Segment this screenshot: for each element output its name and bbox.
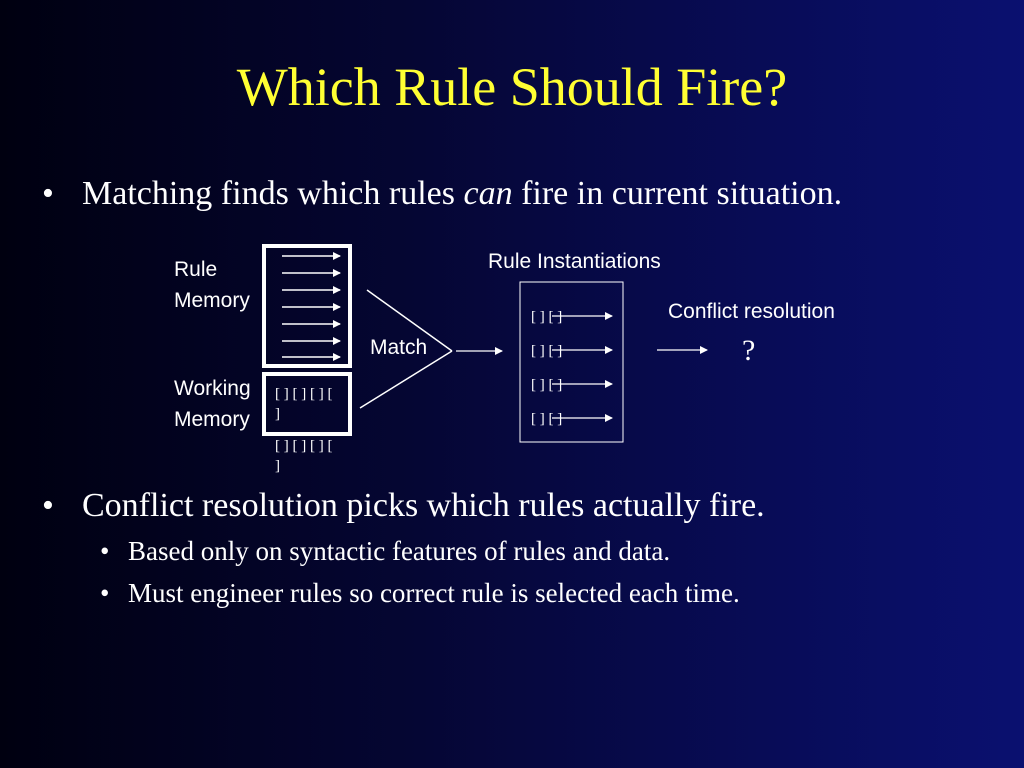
sub-bullet-syntactic: • Based only on syntactic features of ru… <box>100 536 671 567</box>
instantiation-row: [ ] [ ] <box>531 343 562 359</box>
sub-bullet-engineer: • Must engineer rules so correct rule is… <box>100 578 740 609</box>
match-funnel-bottom <box>359 350 453 409</box>
bullet-conflict-text: Conflict resolution picks which rules ac… <box>82 487 765 524</box>
instantiations-box <box>519 281 624 443</box>
bullet-matching-text-before: Matching finds which rules <box>82 175 464 212</box>
instantiation-arrows <box>552 312 613 422</box>
working-memory-text-3: [ ] [ ] [ ] [ <box>275 438 332 454</box>
working-memory-label-1: Working <box>174 377 251 400</box>
rule-memory-arrows <box>282 252 341 361</box>
working-memory-label-2: Memory <box>174 408 250 431</box>
sub-bullet-dot: • <box>100 536 110 566</box>
match-label: Match <box>370 336 427 359</box>
question-mark: ? <box>742 334 755 367</box>
bullet-matching-emphasis: can <box>463 175 513 212</box>
working-memory-text-4: ] <box>275 458 280 474</box>
instantiation-row: [ ] [ ] <box>531 411 562 427</box>
rule-memory-label-2: Memory <box>174 289 250 312</box>
instantiations-label: Rule Instantiations <box>488 250 661 273</box>
rule-memory-box <box>262 244 352 368</box>
conflict-resolution-label: Conflict resolution <box>668 300 835 323</box>
slide-title: Which Rule Should Fire? <box>236 57 788 117</box>
working-memory-text-1: [ ] [ ] [ ] [ <box>275 386 332 402</box>
bullet-matching: • Matching finds which rules can fire in… <box>42 174 843 213</box>
rule-memory-label-1: Rule <box>174 258 217 281</box>
working-memory-box <box>262 372 352 436</box>
bullet-matching-text-after: fire in current situation. <box>512 175 843 212</box>
bullet-dot: • <box>42 487 54 524</box>
instantiation-row: [ ] [ ] <box>531 377 562 393</box>
match-funnel-top <box>366 289 453 352</box>
sub-bullet-engineer-text: Must engineer rules so correct rule is s… <box>128 578 740 608</box>
bullet-conflict: • Conflict resolution picks which rules … <box>42 486 765 525</box>
instantiation-row: [ ] [ ] <box>531 309 562 325</box>
sub-bullet-syntactic-text: Based only on syntactic features of rule… <box>128 536 671 566</box>
working-memory-text-2: ] <box>275 406 280 422</box>
bullet-dot: • <box>42 175 54 212</box>
sub-bullet-dot: • <box>100 578 110 608</box>
